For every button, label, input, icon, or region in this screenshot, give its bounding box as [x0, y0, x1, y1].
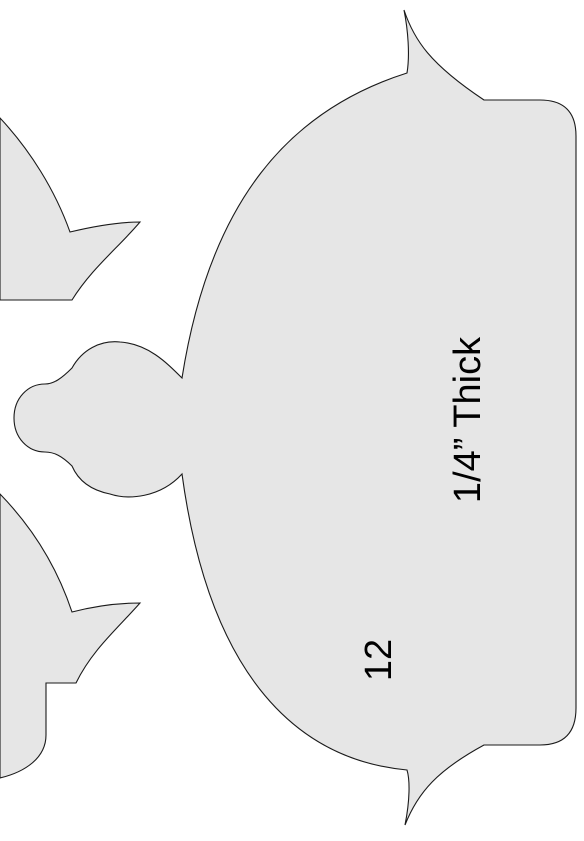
- pattern-piece-12: [13, 9, 577, 826]
- piece-number-label: 12: [358, 639, 400, 681]
- partial-piece-upper: [0, 117, 142, 301]
- partial-piece-lower: [0, 493, 142, 779]
- thickness-label: 1/4” Thick: [447, 336, 489, 503]
